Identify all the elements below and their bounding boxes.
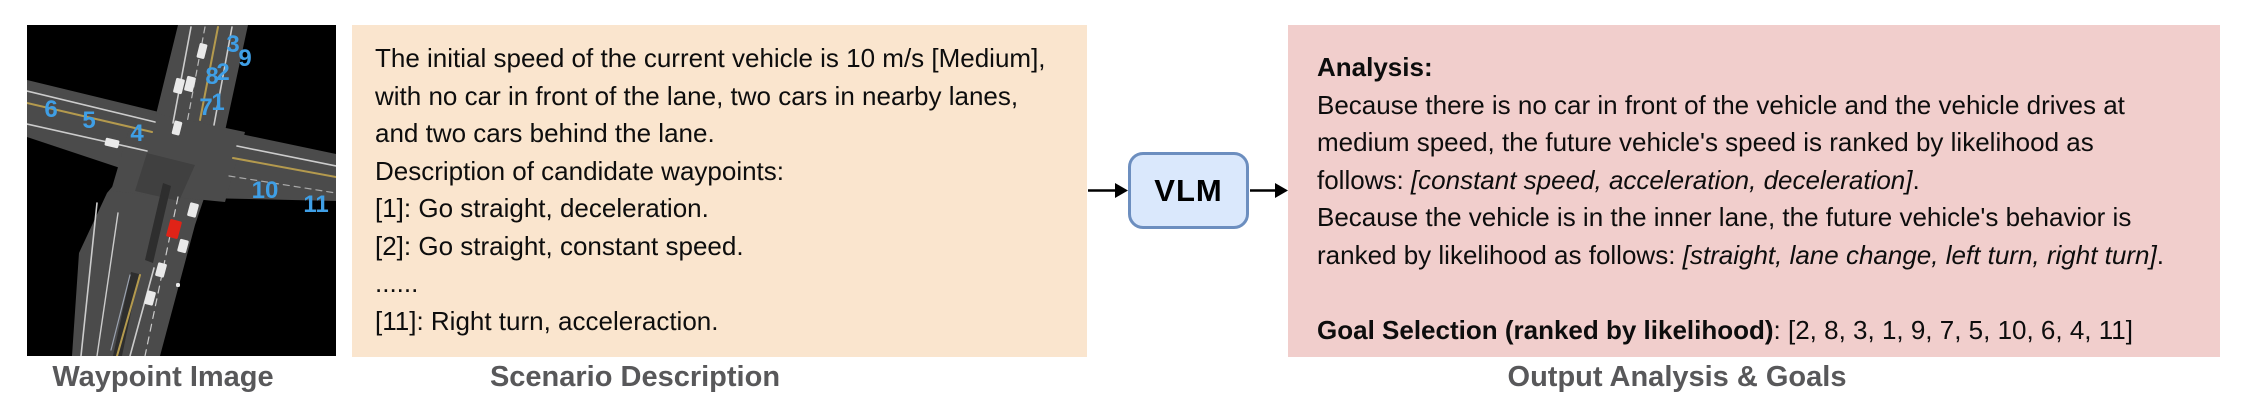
text-line: Analysis: bbox=[1317, 49, 2220, 87]
vlm-node: VLM bbox=[1128, 152, 1249, 229]
text-run: follows: bbox=[1317, 164, 1411, 195]
lane-line bbox=[236, 145, 336, 167]
waypoint-number: 10 bbox=[252, 177, 279, 204]
waypoint-number: 8 bbox=[205, 63, 218, 90]
text-line: [2]: Go straight, constant speed. bbox=[375, 230, 744, 261]
lane-line bbox=[213, 26, 233, 126]
text-line: medium speed, the future vehicle's speed… bbox=[1317, 124, 2220, 162]
waypoint-number: 11 bbox=[303, 191, 328, 218]
lane-line-yellow bbox=[199, 26, 219, 121]
car bbox=[184, 75, 196, 93]
car bbox=[171, 120, 183, 136]
arrow-head bbox=[1275, 183, 1288, 198]
lane-line-yellow bbox=[27, 102, 153, 133]
text-run: Because the vehicle is in the inner lane… bbox=[1317, 202, 2132, 232]
text-line: Because the vehicle is in the inner lane… bbox=[1317, 199, 2220, 237]
output-analysis-box: Analysis: Because there is no car in fron… bbox=[1288, 25, 2220, 357]
text-run: . bbox=[2156, 239, 2164, 270]
text-line: and two cars behind the lane. bbox=[375, 118, 715, 148]
lane-line bbox=[129, 267, 155, 356]
text-line: [1]: Go straight, deceleration. bbox=[375, 193, 709, 223]
car bbox=[173, 77, 185, 95]
lane-line bbox=[27, 123, 148, 152]
text-run: medium speed, the future vehicle's speed… bbox=[1317, 127, 2094, 157]
text-run: ranked by likelihood as follows: bbox=[1317, 239, 1683, 270]
lane-line bbox=[80, 202, 98, 356]
text-run: [constant speed, acceleration, decelerat… bbox=[1410, 164, 1913, 195]
text-run: [straight, lane change, left turn, right… bbox=[1682, 239, 2157, 270]
lane-markings bbox=[27, 26, 336, 356]
car bbox=[155, 262, 167, 278]
lane-line bbox=[186, 26, 206, 124]
arrow-head bbox=[1115, 183, 1128, 198]
arrow-vlm-to-output bbox=[1250, 183, 1288, 198]
waypoint-number: 6 bbox=[44, 96, 57, 123]
scenario-description-caption: Scenario Description bbox=[489, 361, 781, 393]
car bbox=[144, 290, 156, 306]
waypoint-number: 5 bbox=[82, 107, 95, 134]
lane-line-yellow bbox=[116, 274, 141, 356]
car bbox=[187, 202, 199, 218]
text-run: Goal Selection (ranked by likelihood) bbox=[1317, 314, 1774, 345]
median-wedge-upper bbox=[145, 183, 171, 263]
output-analysis-caption: Output Analysis & Goals bbox=[1507, 361, 1847, 393]
text-line: Goal Selection (ranked by likelihood): [… bbox=[1317, 312, 2220, 350]
waypoint-number: 9 bbox=[238, 45, 251, 72]
text-line: Because there is no car in front of the … bbox=[1317, 87, 2220, 125]
scenario-description-box: The initial speed of the current vehicle… bbox=[352, 25, 1087, 357]
car bbox=[104, 137, 120, 149]
cars-layer bbox=[104, 43, 208, 306]
text-line: ...... bbox=[375, 268, 419, 298]
text-run: Because there is no car in front of the … bbox=[1317, 89, 2125, 120]
text-line: [11]: Right turn, acceleraction. bbox=[375, 305, 719, 336]
vlm-label: VLM bbox=[1154, 172, 1223, 208]
waypoint-number: 4 bbox=[130, 120, 144, 147]
lane-line bbox=[172, 26, 192, 124]
ego-car bbox=[166, 219, 182, 239]
text-run: . bbox=[1912, 164, 1920, 195]
car bbox=[196, 43, 208, 59]
text-line: with no car in front of the lane, two ca… bbox=[375, 80, 1019, 111]
text-line: The initial speed of the current vehicle… bbox=[375, 43, 1046, 73]
lane-line bbox=[27, 90, 156, 123]
text-line: follows: [constant speed, acceleration, … bbox=[1317, 162, 2220, 200]
waypoint-image-caption: Waypoint Image bbox=[52, 361, 274, 393]
text-line: ranked by likelihood as follows: [straig… bbox=[1317, 237, 2220, 275]
waypoint-number: 2 bbox=[216, 59, 229, 86]
car bbox=[177, 238, 189, 254]
text-run: Analysis: bbox=[1317, 52, 1433, 82]
text-line: Description of candidate waypoints: bbox=[375, 155, 785, 186]
text-line bbox=[1317, 274, 2220, 312]
arrow-scenario-to-vlm bbox=[1088, 183, 1128, 198]
waypoint-number: 3 bbox=[226, 31, 239, 58]
lane-line bbox=[228, 175, 336, 194]
waypoint-number: 7 bbox=[199, 94, 212, 121]
car bbox=[176, 283, 180, 287]
text-run: : [2, 8, 3, 1, 9, 7, 5, 10, 6, 4, 11] bbox=[1773, 314, 2133, 345]
lane-line bbox=[96, 212, 119, 356]
waypoint-number: 1 bbox=[211, 89, 224, 116]
lane-line bbox=[110, 274, 131, 351]
median-intersection bbox=[135, 153, 195, 201]
roads bbox=[27, 25, 336, 356]
lane-line-yellow bbox=[232, 157, 336, 178]
median-wedge-lower bbox=[113, 272, 139, 356]
